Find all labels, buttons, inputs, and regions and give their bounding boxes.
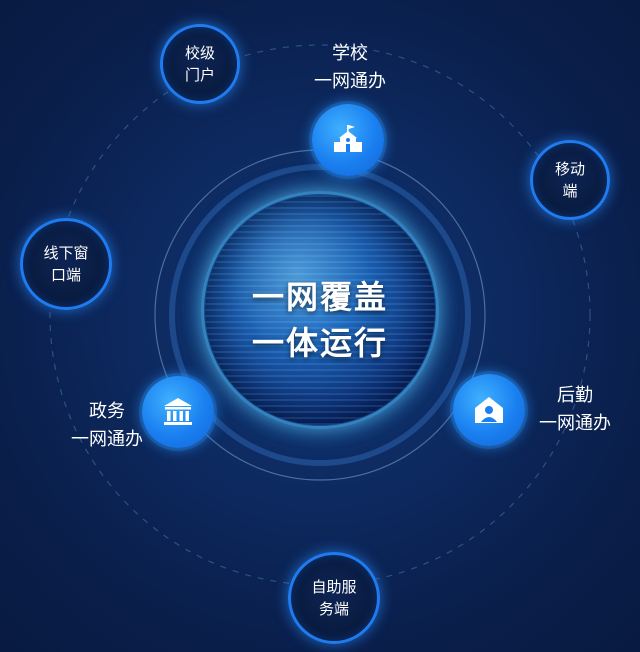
gov-label: 政务 一网通办 (52, 398, 162, 454)
school-node[interactable] (312, 104, 384, 176)
center-globe (201, 191, 439, 429)
center-title-line2: 一体运行 (251, 324, 388, 362)
portal-node-line1: 校级 (184, 44, 215, 62)
logistics-node[interactable] (453, 374, 525, 446)
logistics-label-line2: 一网通办 (539, 413, 611, 434)
logistics-label-line1: 后勤 (557, 385, 593, 406)
school-label: 学校 一网通办 (295, 40, 405, 96)
portal-node[interactable]: 校级 门户 (160, 24, 240, 104)
logistics-label: 后勤 一网通办 (520, 382, 630, 438)
gov-label-line2: 一网通办 (71, 429, 143, 450)
mobile-node-line2: 端 (562, 182, 578, 200)
selfservice-node-line1: 自助服 (311, 578, 357, 596)
selfservice-node[interactable]: 自助服 务端 (288, 552, 380, 644)
house-person-icon (475, 397, 503, 423)
portal-node-line2: 门户 (184, 66, 215, 84)
selfservice-node-line2: 务端 (318, 600, 349, 618)
school-label-line1: 学校 (332, 43, 368, 64)
mobile-node-line1: 移动 (554, 160, 585, 178)
inner-glow-ring (169, 164, 471, 466)
gov-node[interactable] (142, 376, 214, 448)
mobile-node[interactable]: 移动 端 (530, 140, 610, 220)
outer-dashed-ring (49, 44, 591, 586)
government-building-icon (164, 398, 192, 425)
offline-node-line2: 口端 (50, 266, 81, 284)
gov-label-line1: 政务 (89, 401, 125, 422)
school-label-line2: 一网通办 (314, 71, 386, 92)
center-title-line1: 一网覆盖 (251, 278, 388, 316)
school-building-icon (334, 125, 362, 152)
offline-node-line1: 线下窗 (43, 244, 89, 262)
offline-node[interactable]: 线下窗 口端 (20, 218, 112, 310)
